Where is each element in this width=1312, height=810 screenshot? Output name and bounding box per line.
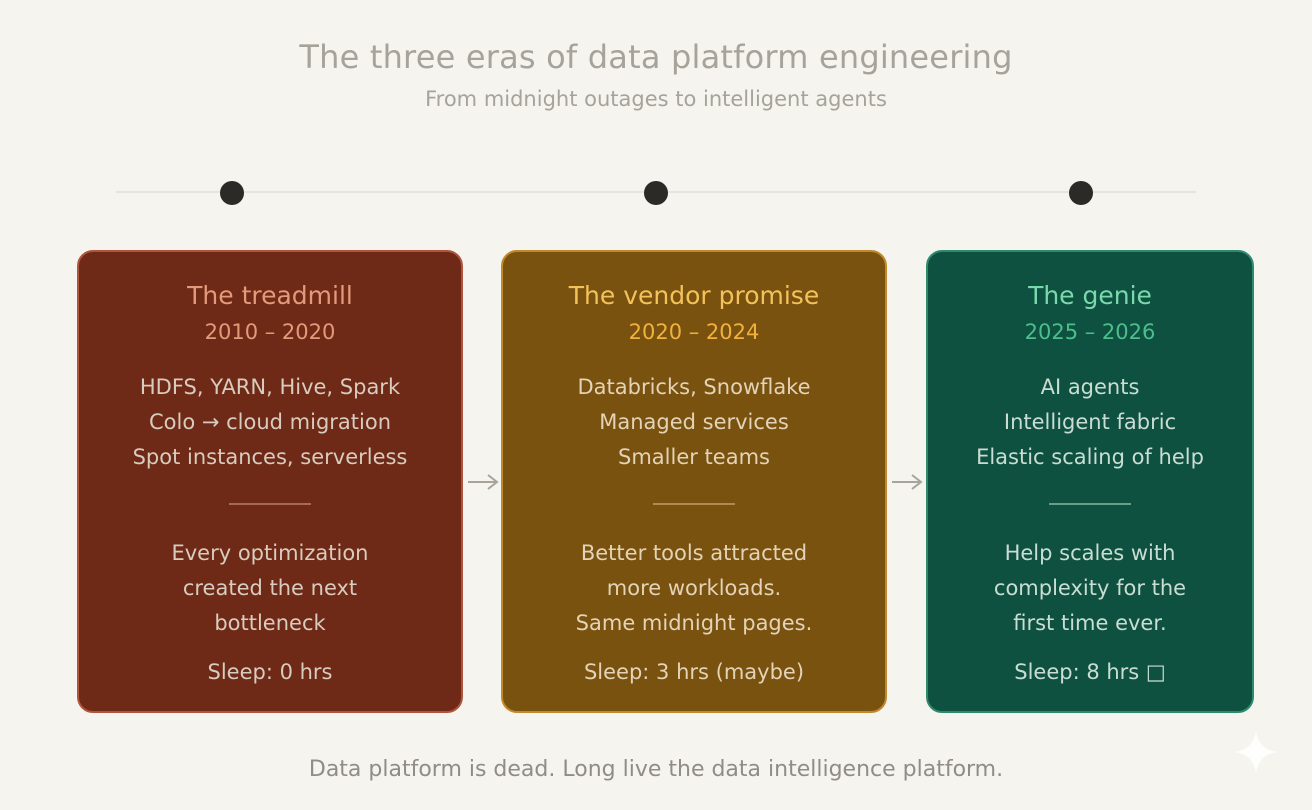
feature-item: Managed services	[599, 410, 789, 434]
feature-item: Databricks, Snowflake	[577, 375, 811, 399]
era-years: 2010 – 2020	[204, 320, 336, 344]
summary-line: Every optimization	[171, 541, 369, 565]
feature-item: HDFS, YARN, Hive, Spark	[139, 375, 401, 399]
arrow-right-icon	[892, 474, 923, 490]
era-title: The treadmill	[187, 281, 353, 310]
summary-line: created the next	[182, 576, 358, 600]
feature-item: Intelligent fabric	[1003, 410, 1177, 434]
timeline-dot-1	[220, 181, 244, 205]
feature-item: Spot instances, serverless	[132, 445, 408, 469]
arrow-right-icon	[468, 474, 499, 490]
diagram-subtitle: From midnight outages to intelligent age…	[425, 87, 887, 111]
era-card-genie: The genie 2025 – 2026 AI agents Intellig…	[926, 250, 1254, 713]
era-divider	[229, 503, 311, 505]
summary-line: Help scales with	[1004, 541, 1176, 565]
feature-item: Smaller teams	[618, 445, 770, 469]
summary-line: bottleneck	[214, 611, 326, 635]
feature-item: Elastic scaling of help	[976, 445, 1204, 469]
summary-line: Better tools attracted	[580, 541, 808, 565]
timeline-dot-2	[644, 181, 668, 205]
era-title: The genie	[1028, 281, 1152, 310]
summary-line: Same midnight pages.	[575, 611, 813, 635]
era-summary: Help scales with complexity for the firs…	[928, 536, 1252, 641]
era-divider	[1049, 503, 1131, 505]
summary-line: more workloads.	[606, 576, 782, 600]
era-card-treadmill: The treadmill 2010 – 2020 HDFS, YARN, Hi…	[77, 250, 463, 713]
diagram-title: The three eras of data platform engineer…	[299, 38, 1013, 76]
era-summary: Better tools attracted more workloads. S…	[503, 536, 885, 641]
feature-item: AI agents	[1040, 375, 1140, 399]
era-title: The vendor promise	[568, 281, 820, 310]
era-sleep: Sleep: 0 hrs	[207, 660, 333, 684]
era-sleep: Sleep: 8 hrs □	[1014, 660, 1166, 684]
era-years: 2025 – 2026	[1024, 320, 1156, 344]
era-summary: Every optimization created the next bott…	[79, 536, 461, 641]
era-card-vendor-promise: The vendor promise 2020 – 2024 Databrick…	[501, 250, 887, 713]
era-features: HDFS, YARN, Hive, Spark Colo → cloud mig…	[79, 370, 461, 475]
era-features: Databricks, Snowflake Managed services S…	[503, 370, 885, 475]
feature-item: Colo → cloud migration	[148, 410, 392, 434]
summary-line: complexity for the	[993, 576, 1187, 600]
era-years: 2020 – 2024	[628, 320, 760, 344]
timeline-dot-3	[1069, 181, 1093, 205]
footer-caption: Data platform is dead. Long live the dat…	[308, 757, 1004, 782]
sparkle-icon	[1234, 730, 1278, 774]
era-divider	[653, 503, 735, 505]
summary-line: first time ever.	[1013, 611, 1167, 635]
era-features: AI agents Intelligent fabric Elastic sca…	[928, 370, 1252, 475]
era-sleep: Sleep: 3 hrs (maybe)	[583, 660, 805, 684]
